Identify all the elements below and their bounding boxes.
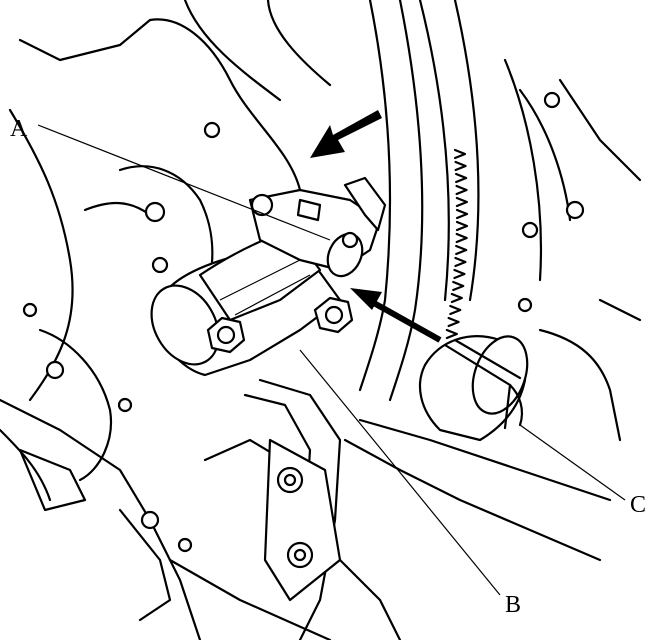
callout-a: A [10,116,28,142]
direction-arrows [310,110,442,343]
leader-lines [37,124,626,596]
callout-c: C [630,492,646,518]
insert-arrow-icon [350,288,382,310]
chain-tooth [454,160,467,172]
chain-tooth [445,328,458,340]
chain-tooth [455,196,469,208]
chain-tooth [453,148,467,160]
chain-tooth [452,280,465,292]
timing-chain [358,0,642,402]
chain-teeth [445,148,469,340]
push-arrow-icon [310,110,382,158]
chain-tooth [450,292,463,304]
stopper-tool [418,335,529,442]
chain-guide [243,328,622,640]
chain-tooth [455,232,468,244]
chain-tooth [455,244,468,256]
chain-tooth [455,184,468,196]
chain-tooth [447,316,460,328]
chain-tooth [449,304,462,316]
chain-tooth [455,220,469,232]
tensioner-assembly [150,176,387,377]
chain-tooth [455,208,469,220]
chain-tooth [453,268,466,280]
callout-b: B [505,592,521,618]
chain-tooth [455,172,468,184]
chain-tooth [454,256,467,268]
